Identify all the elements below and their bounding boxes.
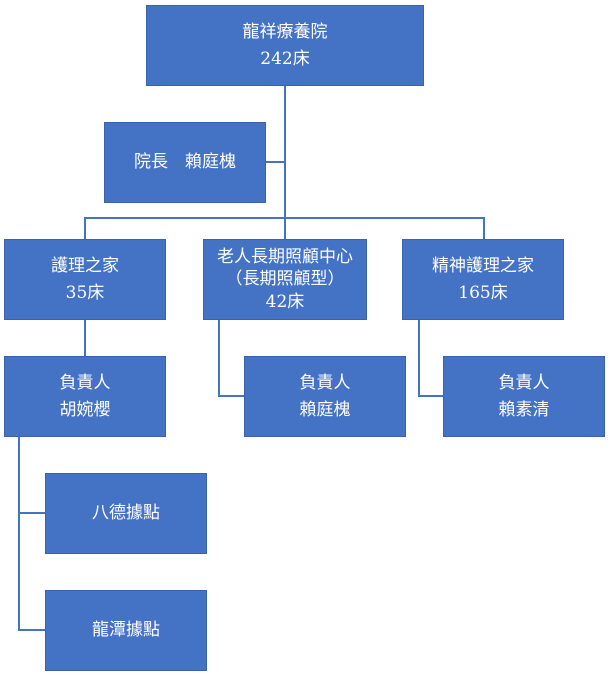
- head-person: 賴素清: [498, 399, 550, 420]
- head-title: 負責人: [498, 373, 550, 394]
- top-org-beds: 242床: [260, 48, 310, 69]
- head-title: 負責人: [299, 373, 351, 394]
- director-label: 院長 賴庭槐: [134, 152, 236, 173]
- unit-name: 老人長期照顧中心: [217, 247, 353, 268]
- top-org-name: 龍祥療養院: [242, 22, 328, 43]
- head-box-nursing-home: 負責人 胡婉櫻: [4, 356, 166, 437]
- unit-name: 護理之家: [51, 256, 119, 277]
- site-box-bade: 八德據點: [45, 473, 207, 554]
- head-box-long-term-care: 負責人 賴庭槐: [244, 356, 406, 437]
- head-person: 胡婉櫻: [59, 399, 111, 420]
- top-org-box: 龍祥療養院 242床: [146, 5, 424, 86]
- unit-beds: 42床: [265, 291, 305, 312]
- director-box: 院長 賴庭槐: [104, 122, 266, 203]
- unit-beds: 165床: [458, 282, 508, 303]
- head-title: 負責人: [59, 373, 111, 394]
- unit-name: 精神護理之家: [432, 256, 534, 277]
- unit-beds: 35床: [65, 282, 105, 303]
- head-box-psychiatric-nursing-home: 負責人 賴素清: [443, 356, 605, 437]
- site-box-longtan: 龍潭據點: [45, 590, 207, 671]
- unit-subtitle: （長期照顧型）: [225, 269, 345, 290]
- unit-box-long-term-care: 老人長期照顧中心 （長期照顧型） 42床: [203, 239, 367, 320]
- head-person: 賴庭槐: [299, 399, 351, 420]
- site-name: 龍潭據點: [92, 620, 160, 641]
- unit-box-nursing-home: 護理之家 35床: [4, 239, 166, 320]
- unit-box-psychiatric-nursing-home: 精神護理之家 165床: [402, 239, 564, 320]
- site-name: 八德據點: [92, 503, 160, 524]
